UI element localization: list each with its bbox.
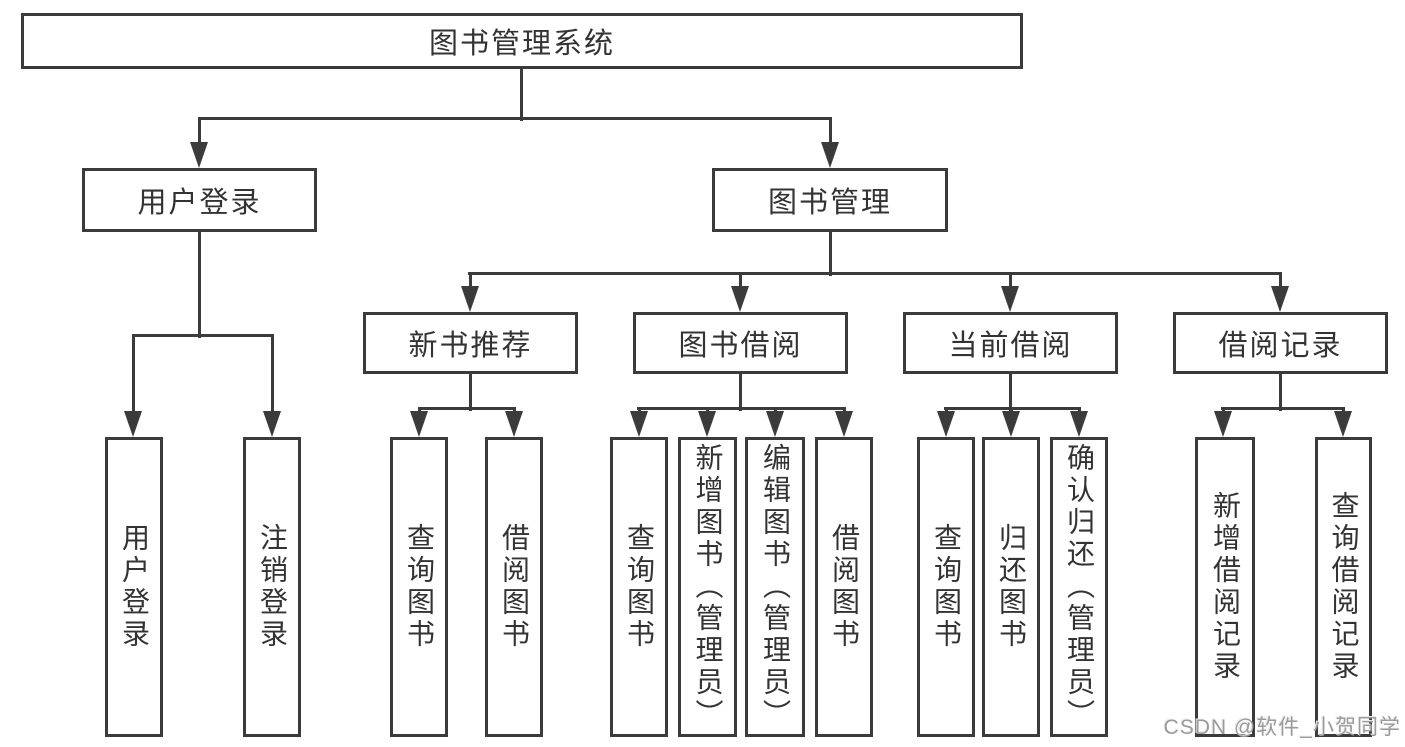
leaf-label: 借阅图书	[499, 523, 530, 651]
edge-line-horizontal	[944, 406, 1081, 410]
edge-line-vertical	[738, 372, 742, 411]
node-library-management-system: 图书管理系统	[21, 13, 1023, 69]
leaf-label: 查询图书	[931, 523, 962, 651]
arrowhead-icon	[731, 286, 749, 312]
node-label: 图书管理	[767, 187, 892, 219]
leaf-label: 新增图书（管理员）	[692, 443, 724, 731]
arrowhead-icon	[1271, 286, 1289, 312]
leaf-label: 用户登录	[119, 523, 150, 651]
edge-line-horizontal	[418, 406, 516, 410]
leaf-edit-book-admin: 编辑图书（管理员）	[745, 437, 805, 737]
edge-line-horizontal	[198, 116, 832, 120]
arrowhead-icon	[1070, 411, 1088, 437]
edge-line-vertical	[468, 273, 472, 288]
leaf-label: 查询图书	[624, 523, 655, 651]
leaf-return-book: 归还图书	[982, 437, 1040, 737]
arrowhead-icon	[698, 411, 716, 437]
arrowhead-icon	[461, 286, 479, 312]
edge-line-vertical	[519, 69, 523, 121]
arrowhead-icon	[1001, 286, 1019, 312]
edge-line-horizontal	[132, 333, 274, 337]
leaf-logout: 注销登录	[243, 437, 301, 737]
leaf-label: 新增借阅记录	[1210, 491, 1241, 683]
arrowhead-icon	[263, 411, 281, 437]
node-label: 图书借阅	[678, 330, 803, 362]
arrowhead-icon	[190, 142, 208, 168]
watermark: CSDN @软件_小贺同学	[1163, 716, 1401, 739]
edge-line-vertical	[1008, 273, 1012, 288]
edge-line-horizontal	[1221, 406, 1345, 410]
edge-line-vertical	[828, 118, 832, 146]
leaf-confirm-return-admin: 确认归还（管理员）	[1050, 437, 1108, 737]
node-label: 用户登录	[137, 187, 262, 219]
edge-line-vertical	[270, 335, 274, 413]
arrowhead-icon	[630, 411, 648, 437]
arrowhead-icon	[766, 411, 784, 437]
node-current-borrowing: 当前借阅	[903, 312, 1118, 374]
node-label: 当前借阅	[948, 330, 1073, 362]
leaf-label: 编辑图书（管理员）	[760, 443, 791, 731]
leaf-query-books-recommend: 查询图书	[390, 437, 448, 737]
edge-line-vertical	[1278, 273, 1282, 288]
leaf-add-borrow-record: 新增借阅记录	[1195, 437, 1255, 737]
leaf-add-book-admin: 新增图书（管理员）	[678, 437, 737, 737]
node-label: 图书管理系统	[428, 28, 615, 60]
arrowhead-icon	[937, 411, 955, 437]
edge-line-vertical	[131, 335, 135, 413]
edge-line-vertical	[197, 232, 201, 338]
leaf-borrow-books: 借阅图书	[815, 437, 873, 737]
arrowhead-icon	[1334, 411, 1352, 437]
node-user-login: 用户登录	[82, 168, 317, 232]
leaf-borrow-books-recommend: 借阅图书	[485, 437, 543, 737]
arrowhead-icon	[1214, 411, 1232, 437]
leaf-label: 借阅图书	[829, 523, 860, 651]
arrowhead-icon	[821, 142, 839, 168]
leaf-user-login: 用户登录	[105, 437, 163, 737]
leaf-query-books-borrow: 查询图书	[610, 437, 668, 737]
edge-line-vertical	[828, 232, 832, 276]
leaf-query-books-current: 查询图书	[917, 437, 975, 737]
edge-line-horizontal	[637, 406, 846, 410]
node-label: 借阅记录	[1218, 330, 1343, 362]
leaf-query-borrow-record: 查询借阅记录	[1315, 437, 1372, 737]
node-book-borrowing: 图书借阅	[633, 312, 848, 374]
arrowhead-icon	[835, 411, 853, 437]
edge-line-vertical	[1008, 372, 1012, 411]
edge-line-horizontal	[468, 271, 1282, 275]
leaf-label: 查询图书	[404, 523, 435, 651]
arrowhead-icon	[124, 411, 142, 437]
arrowhead-icon	[410, 411, 428, 437]
leaf-label: 查询借阅记录	[1328, 491, 1360, 683]
node-new-book-recommendation: 新书推荐	[363, 312, 578, 374]
edge-line-vertical	[468, 372, 472, 411]
edge-line-vertical	[197, 118, 201, 146]
node-label: 新书推荐	[408, 330, 533, 362]
leaf-label: 确认归还（管理员）	[1064, 443, 1095, 731]
edge-line-vertical	[738, 273, 742, 288]
arrowhead-icon	[505, 411, 523, 437]
node-book-management: 图书管理	[712, 168, 948, 232]
edge-line-vertical	[1278, 372, 1282, 411]
leaf-label: 注销登录	[257, 523, 288, 651]
leaf-label: 归还图书	[996, 523, 1027, 651]
arrowhead-icon	[1002, 411, 1020, 437]
node-borrowing-records: 借阅记录	[1173, 312, 1388, 374]
